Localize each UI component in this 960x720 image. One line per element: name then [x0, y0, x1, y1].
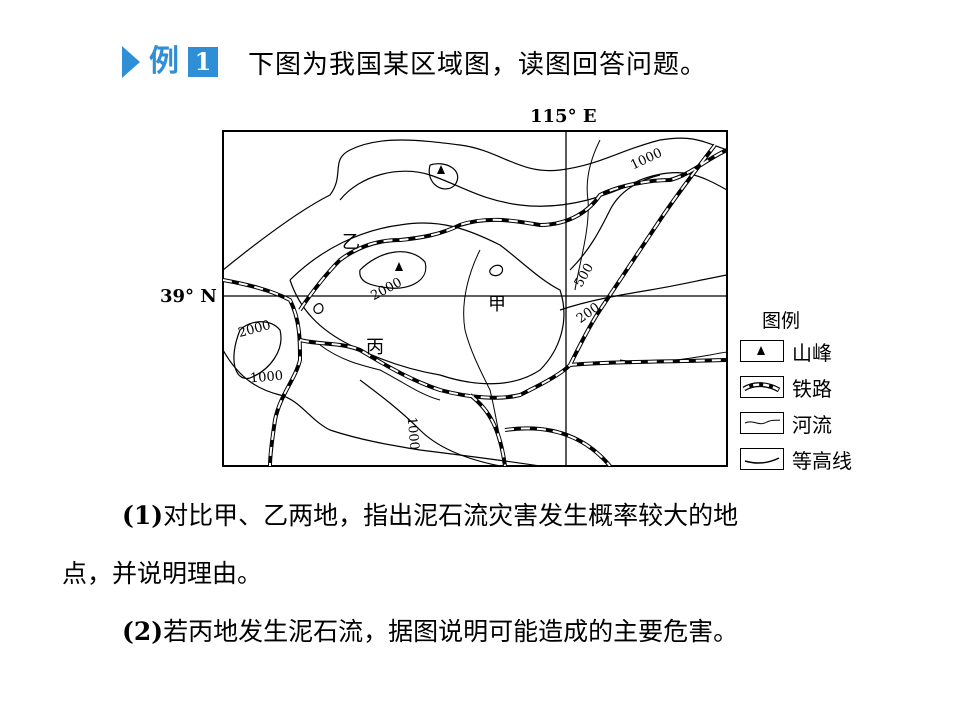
question-1-text: 对比甲、乙两地，指出泥石流灾害发生概率较大的地	[163, 501, 739, 530]
peak-icon	[437, 165, 445, 174]
contour-label: 200	[573, 300, 603, 327]
peak-icon	[395, 262, 403, 271]
question-2-number: (2)	[122, 617, 164, 646]
railway-icon	[740, 376, 784, 398]
example-badge: 例 1	[122, 44, 222, 80]
arrow-icon	[122, 46, 140, 78]
railways	[223, 143, 727, 466]
contour-label: 2000	[236, 317, 273, 342]
place-bing: 丙	[366, 337, 384, 358]
question-1-line-2: 点，并说明理由。	[62, 559, 263, 588]
contour-label: 1000	[628, 145, 665, 174]
peak-icon	[740, 340, 784, 362]
legend-title: 图例	[762, 310, 801, 332]
question-title: 下图为我国某区域图，读图回答问题。	[248, 50, 708, 80]
contour-label: 1000	[249, 368, 284, 387]
contour-icon	[740, 448, 784, 470]
legend-label: 等高线	[792, 449, 852, 473]
contour-label: 500	[571, 260, 598, 291]
legend-label: 山峰	[792, 341, 832, 365]
rivers	[319, 139, 727, 466]
example-number: 1	[188, 47, 218, 77]
question-1-number: (1)	[122, 501, 164, 530]
place-jia: 甲	[488, 294, 506, 315]
example-word: 例	[149, 44, 179, 79]
latitude-label: 39° N	[160, 286, 217, 307]
question-2-text: 若丙地发生泥石流，据图说明可能造成的主要危害。	[163, 617, 739, 646]
question-2-line-1: (2)若丙地发生泥石流，据图说明可能造成的主要危害。	[122, 614, 738, 650]
legend-label: 河流	[792, 413, 832, 437]
legend-label: 铁路	[792, 377, 832, 401]
contour-lines	[223, 137, 727, 466]
longitude-label: 115° E	[530, 106, 597, 127]
place-yi: 乙	[342, 232, 360, 253]
question-1-line-1: (1)对比甲、乙两地，指出泥石流灾害发生概率较大的地	[122, 498, 738, 534]
contour-label: 2000	[368, 275, 405, 304]
river-icon	[740, 412, 784, 434]
contour-label: 1000	[403, 416, 422, 451]
map-frame	[222, 130, 728, 467]
